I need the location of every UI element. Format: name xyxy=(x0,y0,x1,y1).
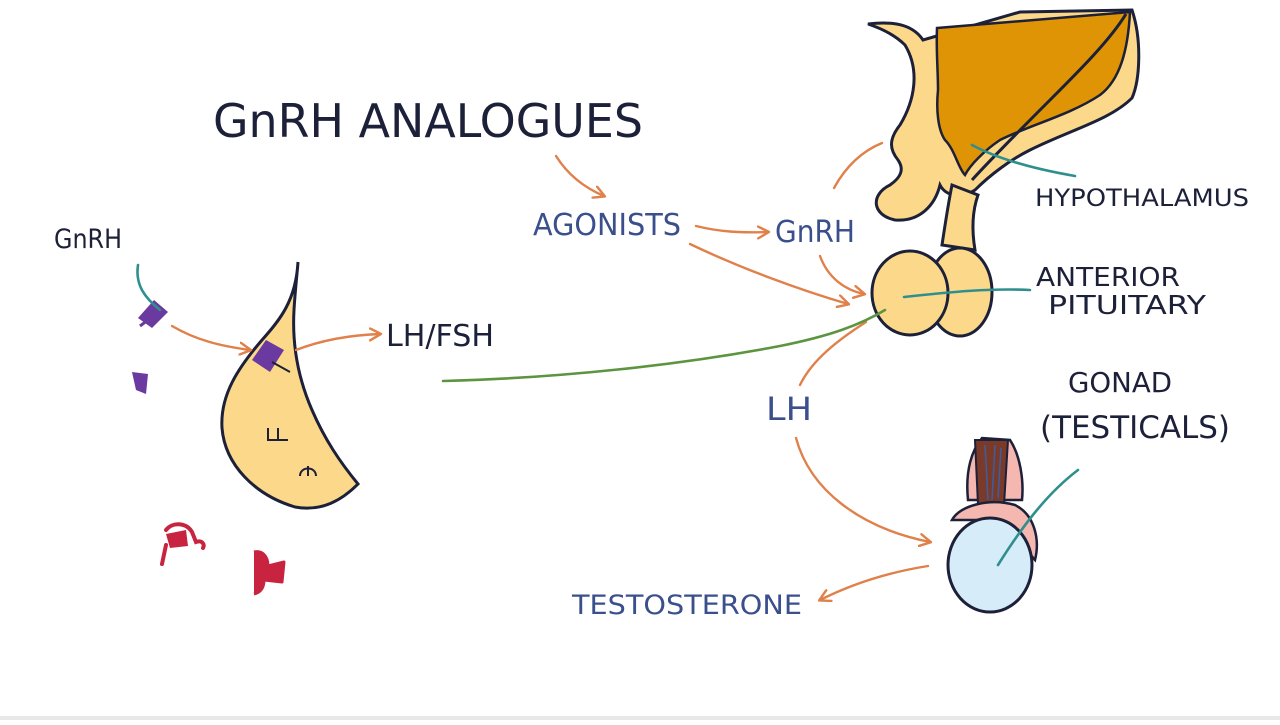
arrow-title-to-agonists xyxy=(554,154,604,196)
arrow-agonists-to-gnrh xyxy=(694,224,768,232)
hypothalamus-drawing xyxy=(867,8,1141,252)
receptor-icon xyxy=(252,340,291,373)
label-lh-fsh: LH/FSH xyxy=(386,319,494,354)
diagram-title: GnRH ANALOGUES xyxy=(213,94,643,148)
pointer-hypothalamus xyxy=(970,143,1077,178)
label-lh: LH xyxy=(766,390,812,428)
label-agonists: AGONISTS xyxy=(533,208,681,243)
arrow-agonists-to-pituitary xyxy=(688,242,848,304)
pointer-gnrh-receptor xyxy=(136,263,162,312)
arrow-gnrh-to-pituitary xyxy=(818,254,864,294)
pituitary-drawing xyxy=(870,246,994,338)
label-gnrh-right: GnRH xyxy=(775,215,855,250)
arrow-hypothalamus-to-gnrh xyxy=(832,141,884,190)
label-hypothalamus: HYPOTHALAMUS xyxy=(1035,184,1249,212)
label-gonad: GONAD xyxy=(1068,366,1172,399)
receptor-icon xyxy=(160,522,206,566)
link-cell-to-pituitary xyxy=(441,308,887,383)
arrow-gnrh-to-receptor xyxy=(170,324,250,350)
receptor-icon xyxy=(253,550,286,596)
pointer-anterior-pituitary xyxy=(902,288,1032,299)
bottom-divider xyxy=(0,716,1280,720)
receptor-icon xyxy=(132,372,148,394)
label-pituitary: PITUITARY xyxy=(1048,291,1206,321)
pointer-gonad xyxy=(996,468,1080,567)
label-testosterone: TESTOSTERONE xyxy=(571,590,802,621)
arrow-testis-to-testosterone xyxy=(820,564,930,600)
arrow-pituitary-to-lh xyxy=(798,320,868,387)
label-anterior: ANTERIOR xyxy=(1036,263,1180,293)
receptor-icon xyxy=(138,300,168,328)
label-gnrh-left: GnRH xyxy=(54,224,122,255)
pituitary-cell-drawing xyxy=(220,261,361,510)
arrow-lh-to-testis xyxy=(794,436,930,542)
testis-drawing xyxy=(946,436,1039,614)
label-testicals: (TESTICALS) xyxy=(1040,410,1230,446)
arrow-receptor-to-lhfsh xyxy=(294,334,380,352)
